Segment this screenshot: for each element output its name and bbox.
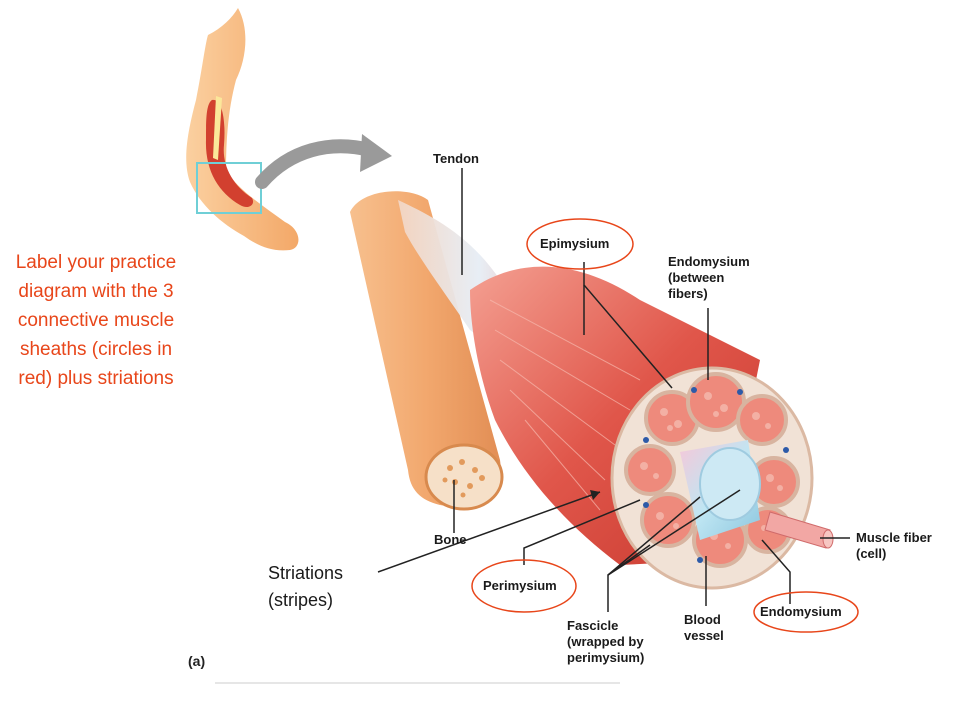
endomysium-circle — [753, 591, 859, 633]
striation-arrowhead — [590, 490, 600, 500]
muscle-cross-section — [610, 366, 814, 590]
tendon-label: Tendon — [433, 151, 479, 166]
fascicle-bundles — [624, 372, 800, 568]
endomysium-label: Endomysium — [760, 604, 842, 619]
arm-skin — [186, 8, 299, 251]
arm-illustration — [186, 8, 299, 251]
perimysium-label: Perimysium — [483, 578, 557, 593]
bone — [350, 191, 504, 511]
epimysium-label: Epimysium — [540, 236, 610, 251]
blood-vessel-label: Blood vessel — [684, 612, 724, 643]
muscle-fiber-label: Muscle fiber (cell) — [856, 530, 932, 561]
epimysium-circle — [526, 218, 634, 270]
arm-bone-highlight — [213, 96, 222, 160]
endomysium-between-label: Endomysium (between fibers) — [668, 254, 750, 301]
red-circles — [471, 218, 859, 633]
zoom-arrow — [255, 134, 392, 189]
figure-tag: (a) — [188, 653, 206, 669]
bone-label: Bone — [434, 532, 467, 547]
perimysium-circle — [471, 559, 577, 613]
muscle-fiber — [764, 511, 831, 549]
bone-cross-section — [424, 443, 504, 511]
instruction-note: Label your practice diagram with the 3 c… — [15, 252, 177, 389]
leader-lines — [377, 168, 850, 612]
striation-lines — [489, 299, 641, 511]
fascicle-label: Fascicle (wrapped by perimysium) — [567, 618, 645, 665]
striations-label: Striations (stripes) — [268, 563, 344, 610]
